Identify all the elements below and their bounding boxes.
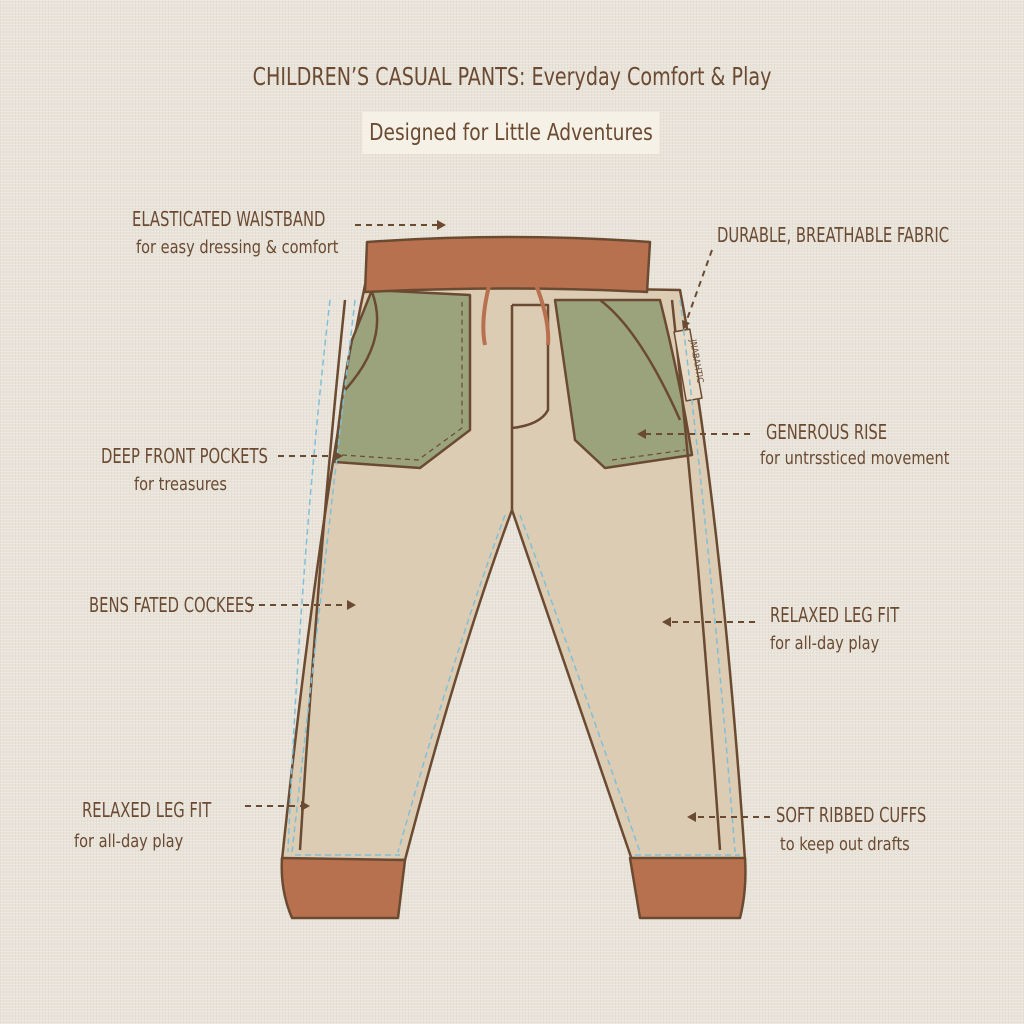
right-cuff <box>628 856 747 920</box>
waistband <box>363 235 652 294</box>
page-title: CHILDREN’S CASUAL PANTS: Everyday Comfor… <box>77 62 947 91</box>
fly <box>510 303 550 510</box>
callout-desc: for all-day play <box>74 831 184 852</box>
right-pocket-opening <box>599 299 682 421</box>
callout-desc: for untrssticed movement <box>760 448 950 469</box>
title-rest: Everyday Comfort & Play <box>525 62 772 91</box>
side-seam-left <box>298 299 347 851</box>
callout-label: RELAXED LEG FIT <box>82 798 212 822</box>
callout-desc: for easy dressing & comfort <box>136 237 339 258</box>
side-seam-right <box>670 299 722 851</box>
callout-label: GENEROUS RISE <box>766 420 888 444</box>
callout-label: DURABLE, BREATHABLE FABRIC <box>717 223 950 247</box>
callout-desc: for treasures <box>134 474 227 495</box>
callout-desc: to keep out drafts <box>780 834 910 855</box>
callout-label: ELASTICATED WAISTBAND <box>132 207 326 231</box>
left-pocket-opening <box>344 291 379 391</box>
arrowheads <box>301 220 696 822</box>
left-cuff <box>280 856 407 920</box>
drawstring <box>481 281 551 346</box>
stitching <box>287 299 740 856</box>
callout-leaders <box>245 224 770 818</box>
subtitle: Designed for Little Adventures <box>362 112 660 154</box>
callout-label: RELAXED LEG FIT <box>770 603 900 627</box>
callout-desc: for all-day play <box>770 633 880 654</box>
callout-label: SOFT RIBBED CUFFS <box>776 803 927 827</box>
title-bold: CHILDREN’S CASUAL PANTS: <box>252 62 526 91</box>
callout-label: DEEP FRONT POCKETS <box>101 444 268 468</box>
callout-label: BENS FATED COCKEES <box>89 593 254 617</box>
